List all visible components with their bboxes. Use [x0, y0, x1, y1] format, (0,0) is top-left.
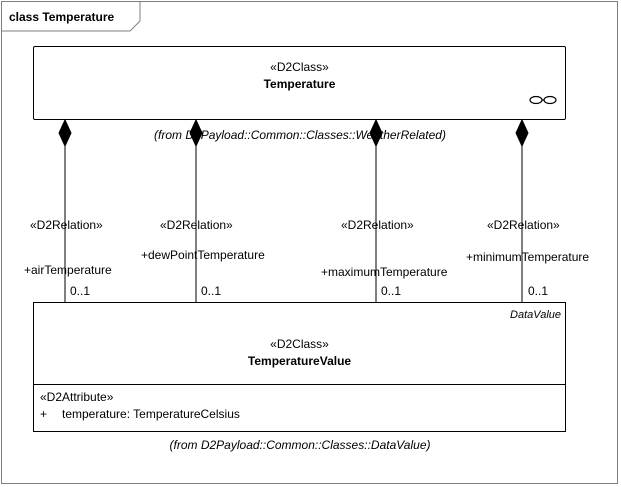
- relation-role-dewpoint[interactable]: +dewPointTemperature: [141, 248, 265, 262]
- attribute-compartment-divider: [34, 384, 565, 385]
- relation-stereotype-minimum: «D2Relation»: [487, 218, 560, 232]
- frame-title-tab: [2, 2, 141, 32]
- temperature-class-name: Temperature: [263, 77, 336, 91]
- relation-stereotype-air: «D2Relation»: [30, 218, 103, 232]
- datavalue-tag: DataValue: [510, 309, 561, 321]
- composition-diamond-minimum: [515, 118, 529, 148]
- temperature-value-class-name: TemperatureValue: [247, 354, 352, 368]
- temperature-class-from: (from D2Payload::Common::Classes::Weathe…: [154, 128, 446, 142]
- relation-stereotype-maximum: «D2Relation»: [341, 218, 414, 232]
- attribute-visibility: +: [40, 407, 48, 421]
- composition-diamond-maximum: [369, 118, 383, 148]
- composition-diamond-air: [58, 118, 72, 148]
- link-icon: [529, 95, 557, 105]
- relation-multiplicity-air: 0..1: [70, 284, 91, 298]
- temperature-class-stereotype: «D2Class»: [270, 60, 329, 74]
- temperature-class-box[interactable]: «D2Class» Temperature: [33, 46, 566, 120]
- composition-diamond-dewpoint: [189, 118, 203, 148]
- relation-stereotype-dewpoint: «D2Relation»: [160, 218, 233, 232]
- relation-multiplicity-minimum: 0..1: [528, 284, 549, 298]
- relation-multiplicity-dewpoint: 0..1: [201, 284, 222, 298]
- attribute-temperature[interactable]: temperature: TemperatureCelsius: [62, 407, 240, 421]
- attribute-stereotype: «D2Attribute»: [40, 390, 114, 404]
- frame-title: class Temperature: [9, 10, 115, 24]
- temperature-value-class-from: (from D2Payload::Common::Classes::DataVa…: [169, 438, 431, 452]
- temperature-value-class-stereotype: «D2Class»: [270, 337, 329, 351]
- relation-role-maximum[interactable]: +maximumTemperature: [321, 265, 448, 279]
- relation-role-minimum[interactable]: +minimumTemperature: [466, 250, 590, 264]
- relation-multiplicity-maximum: 0..1: [381, 284, 402, 298]
- temperature-value-class-box[interactable]: DataValue «D2Class» TemperatureValue «D2…: [33, 302, 566, 432]
- relation-role-air[interactable]: +airTemperature: [24, 263, 112, 277]
